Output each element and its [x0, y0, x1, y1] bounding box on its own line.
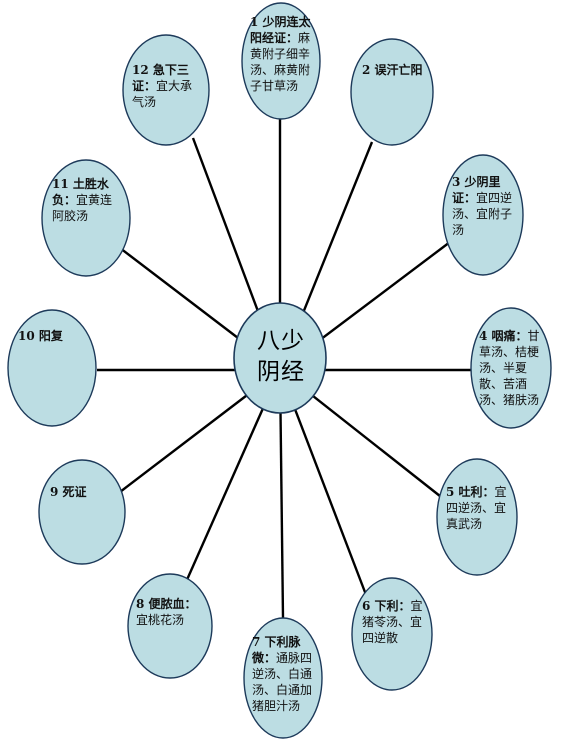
center-title-line1: 八少 [257, 328, 305, 354]
node-3-label: 3 少阴里证： [452, 175, 501, 205]
node-11-body: 宜黄连阿胶汤 [52, 193, 113, 223]
node-1-text: 1 少阴连太阳经证：麻黄附子细辛汤、麻黄附子甘草汤 [250, 14, 316, 110]
node-2-ellipse [350, 38, 434, 146]
node-1-ellipse [241, 2, 321, 120]
node-8-label: 8 便脓血： [136, 597, 197, 611]
center-title-line2: 阴经 [257, 359, 305, 385]
node-12-label: 12 急下三证： [132, 63, 189, 93]
node-10-label: 10 阳复 [18, 329, 63, 343]
node-3-text: 3 少阴里证：宜四逆汤、宜附子汤 [452, 174, 518, 244]
node-5-ellipse [436, 458, 518, 576]
node-11-ellipse [41, 159, 131, 277]
node-12-body: 宜大承气汤 [132, 79, 193, 109]
node-4-label: 4 咽痛： [479, 329, 528, 343]
center-ellipse [233, 302, 327, 414]
node-7-text: 7 下利脉微：通脉四逆汤、白通汤、白通加猪胆汁汤 [252, 634, 318, 724]
node-12-ellipse [122, 34, 210, 146]
node-8-text: 8 便脓血： 宜桃花汤 [136, 596, 206, 636]
node-6-label: 6 下利： [362, 599, 411, 613]
node-12-text: 12 急下三证：宜大承气汤 [132, 62, 202, 118]
node-5-label: 5 吐利： [446, 485, 495, 499]
node-4-ellipse [470, 307, 552, 429]
node-2-label: 2 误汗亡阳 [362, 63, 423, 77]
center-title: 八少 阴经 [240, 326, 322, 388]
node-11-text: 11 土胜水负：宜黄连阿胶汤 [52, 176, 122, 232]
node-8-body: 宜桃花汤 [136, 613, 185, 627]
node-10-text: 10 阳复 [18, 328, 88, 350]
node-7-body: 通脉四逆汤、白通汤、白通加猪胆汁汤 [252, 651, 313, 713]
node-1-body: 麻黄附子细辛汤、麻黄附子甘草汤 [250, 31, 311, 93]
node-3-body: 宜四逆汤、宜附子汤 [452, 191, 513, 237]
node-8-ellipse [127, 573, 213, 679]
node-7-ellipse [243, 617, 323, 739]
node-4-text: 4 咽痛：甘草汤、桔梗汤、半夏散、苦酒汤、猪肤汤 [479, 328, 549, 416]
node-7-label: 7 下利脉微： [252, 635, 301, 665]
node-9-ellipse [38, 459, 126, 565]
node-3-ellipse [442, 154, 524, 276]
node-1-label: 1 少阴连太阳经证： [250, 15, 311, 45]
node-9-label: 9 死证 [50, 485, 87, 499]
node-11-label: 11 土胜水负： [52, 177, 109, 207]
node-6-text: 6 下利：宜猪苓汤、宜四逆散 [362, 598, 428, 654]
node-6-ellipse [351, 577, 433, 691]
node-ellipses [7, 2, 552, 739]
node-5-body: 宜四逆汤、宜真武汤 [446, 485, 507, 531]
node-4-body: 甘草汤、桔梗汤、半夏散、苦酒汤、猪肤汤 [479, 329, 540, 407]
node-2-text: 2 误汗亡阳 [362, 62, 426, 102]
node-6-body: 宜猪苓汤、宜四逆散 [362, 599, 423, 645]
node-9-text: 9 死证 [50, 484, 116, 506]
node-10-ellipse [7, 309, 97, 427]
node-5-text: 5 吐利：宜四逆汤、宜真武汤 [446, 484, 514, 540]
